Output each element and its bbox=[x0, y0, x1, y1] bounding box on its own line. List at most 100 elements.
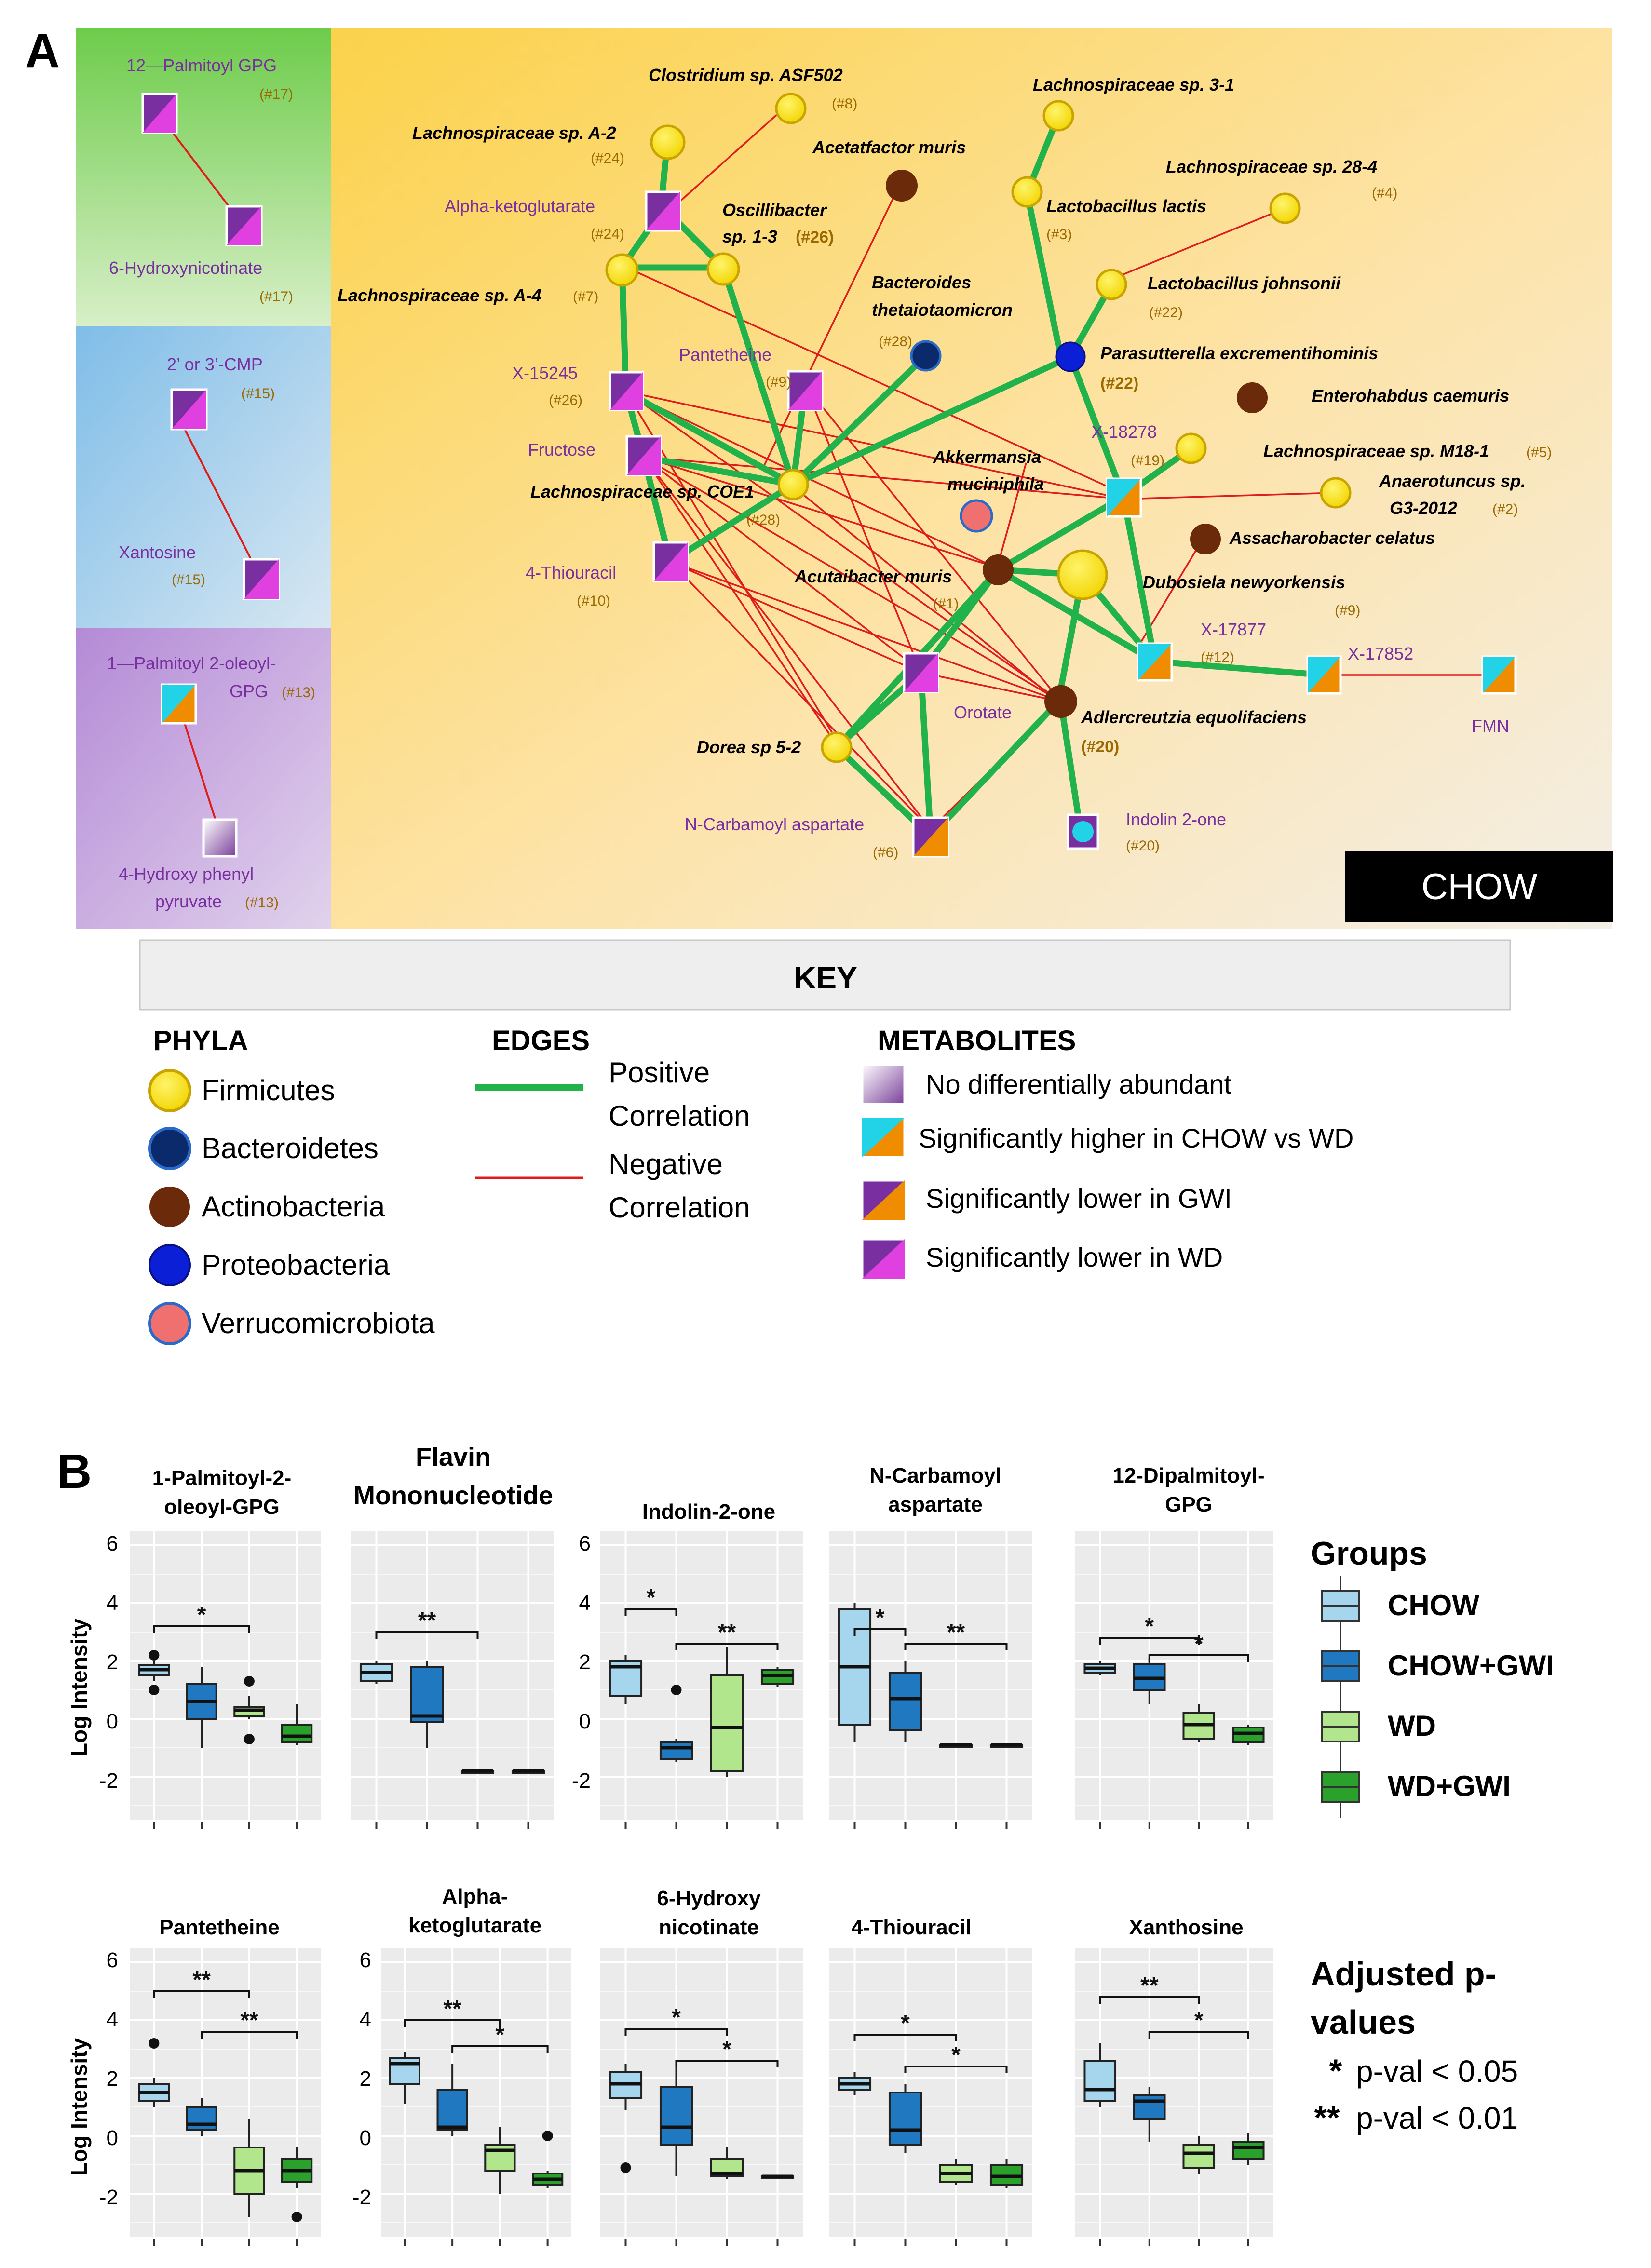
groups-title: Groups bbox=[1311, 1535, 1427, 1572]
boxplot-5: **12-Dipalmitoyl-GPG bbox=[1075, 1464, 1273, 1829]
key-phyla-title: PHYLA bbox=[153, 1025, 248, 1056]
box-chow-gwi bbox=[186, 2098, 217, 2136]
box-body bbox=[710, 1674, 744, 1772]
box-wd bbox=[484, 2127, 516, 2194]
node-fmn bbox=[1481, 655, 1517, 695]
node-x-17852 bbox=[1306, 655, 1342, 695]
tick-4: 4 bbox=[579, 1591, 591, 1615]
node-lach-28-4 bbox=[1269, 192, 1301, 224]
pval-sym-2: ** bbox=[1314, 2099, 1340, 2136]
box-body bbox=[1231, 2141, 1265, 2160]
network-bg bbox=[331, 28, 1612, 929]
legend-verrucomicrobiota: Verrucomicrobiota bbox=[202, 1307, 435, 1339]
label-lach-m18-id: (#5) bbox=[1526, 445, 1552, 460]
plot-title: nicotinate bbox=[659, 1916, 759, 1939]
box-wd bbox=[460, 1769, 495, 1774]
plot-bg bbox=[829, 1948, 1032, 2237]
metabolite-12-palmitoyl-gpg bbox=[141, 93, 178, 134]
plot-title: N-Carbamoyl bbox=[869, 1464, 1001, 1487]
legend-positive-1: Positive bbox=[609, 1056, 710, 1089]
box-chow-gwi bbox=[436, 2064, 468, 2136]
legend-firmicutes-dot bbox=[148, 1069, 191, 1112]
label-akkermansia-1: Akkermansia bbox=[933, 447, 1041, 467]
label-x-17852: X-17852 bbox=[1348, 644, 1413, 663]
plot-title: oleoyl-GPG bbox=[164, 1495, 280, 1519]
label-akg-id: (#24) bbox=[591, 226, 624, 242]
significance-label: * bbox=[647, 1585, 656, 1610]
label-parasutterella-id: (#22) bbox=[1100, 374, 1138, 392]
node-clostridium bbox=[775, 93, 807, 124]
node-alpha-ketoglutarate bbox=[645, 190, 681, 232]
label-acutalibacter-id: (#1) bbox=[933, 596, 959, 612]
label-xantosine: Xantosine bbox=[119, 542, 196, 562]
legend-verrucomicrobiota-dot bbox=[148, 1302, 191, 1345]
plot-title: ketoglutarate bbox=[408, 1914, 541, 1937]
node-lach-coe1 bbox=[777, 469, 809, 500]
label-xantosine-id: (#15) bbox=[172, 572, 205, 588]
box-body bbox=[436, 2089, 468, 2131]
box-chow-gwi bbox=[1133, 2087, 1166, 2142]
box-body bbox=[888, 2092, 922, 2146]
label-lach-28-4-id: (#4) bbox=[1372, 185, 1397, 201]
significance-label: ** bbox=[718, 1620, 736, 1645]
node-n-carbamoyl-aspartate bbox=[912, 816, 949, 858]
tick-6: 6 bbox=[107, 1532, 118, 1555]
node-lach-3-1 bbox=[1042, 100, 1074, 132]
box-wd-gwi bbox=[989, 1743, 1024, 1748]
box-wd bbox=[233, 1676, 265, 1744]
panel-green-bg bbox=[76, 28, 331, 326]
label-x-15245-id: (#26) bbox=[549, 392, 582, 408]
label-12-palmitoyl-gpg: 12—Palmitoyl GPG bbox=[126, 55, 277, 75]
label-parasutterella: Parasutterella excrementihominis bbox=[1100, 343, 1378, 363]
label-x-17877: X-17877 bbox=[1201, 620, 1266, 639]
box-chow bbox=[838, 1603, 872, 1742]
boxplot-6: ****Pantetheine bbox=[130, 1916, 321, 2246]
legend-meta-higher-icon bbox=[861, 1116, 906, 1159]
boxplot-7: ***Alpha-ketoglutarate bbox=[381, 1885, 571, 2246]
legend-actinobacteria: Actinobacteria bbox=[202, 1190, 385, 1223]
label-bacteroides-1: Bacteroides bbox=[872, 272, 971, 292]
label-enterohabdus: Enterohabdus caemuris bbox=[1312, 386, 1509, 405]
label-lach-3-1: Lachnospiraceae sp. 3-1 bbox=[1033, 75, 1234, 94]
y-ticks-top-left: 6 4 2 0 -2 bbox=[99, 1532, 118, 1793]
metabolite-6-hydroxynicotinate bbox=[225, 205, 263, 246]
label-x-17877-id: (#12) bbox=[1201, 649, 1234, 665]
panel-blue-bg bbox=[76, 326, 331, 628]
box-body bbox=[659, 1741, 693, 1760]
label-lact-lactis-id: (#3) bbox=[1046, 227, 1072, 243]
outlier-point bbox=[671, 1685, 682, 1695]
node-x-15245 bbox=[609, 371, 644, 411]
significance-bracket bbox=[624, 2028, 728, 2036]
legend-proteobacteria-dot bbox=[149, 1244, 191, 1286]
significance-bracket bbox=[451, 2045, 549, 2053]
label-dubosiella: Dubosiela newyorkensis bbox=[1143, 572, 1345, 592]
metabolite-palmitoyl-oleoyl-gpg bbox=[161, 683, 197, 725]
label-thiouracil: 4-Thiouracil bbox=[526, 563, 616, 582]
significance-bracket bbox=[1148, 2031, 1249, 2038]
node-oscillibacter bbox=[706, 252, 740, 286]
label-thiouracil-id: (#10) bbox=[577, 593, 610, 609]
significance-bracket bbox=[153, 1990, 250, 1998]
label-pantetheine-id: (#9) bbox=[766, 374, 791, 390]
box-body bbox=[659, 2086, 693, 2146]
pval-title-1: Adjusted p- bbox=[1311, 1955, 1496, 1993]
significance-label: * bbox=[672, 2005, 681, 2030]
node-indolin-2-one bbox=[1067, 813, 1099, 850]
node-lact-lactis bbox=[1011, 176, 1043, 208]
box-wd bbox=[233, 2119, 265, 2217]
panel-a-letter: A bbox=[25, 24, 60, 78]
tick-2: 2 bbox=[107, 1650, 118, 1674]
legend-meta-gwi-icon bbox=[861, 1179, 906, 1221]
box-chow bbox=[609, 1655, 643, 1704]
significance-label: ** bbox=[192, 1967, 211, 1993]
box-chow bbox=[359, 1661, 393, 1684]
legend-meta-none: No differentially abundant bbox=[926, 1069, 1232, 1099]
label-oscillibacter-2: sp. 1-3 bbox=[722, 227, 777, 246]
label-hydroxyphenyl-pyruvate-2: pyruvate bbox=[155, 891, 222, 911]
box-wd bbox=[1182, 1704, 1216, 1742]
box-wd bbox=[939, 2159, 973, 2185]
label-x-15245: X-15245 bbox=[512, 363, 578, 383]
box-body bbox=[410, 1666, 444, 1723]
plot-title: Flavin bbox=[416, 1443, 491, 1472]
box-wd-gwi bbox=[281, 2147, 313, 2222]
